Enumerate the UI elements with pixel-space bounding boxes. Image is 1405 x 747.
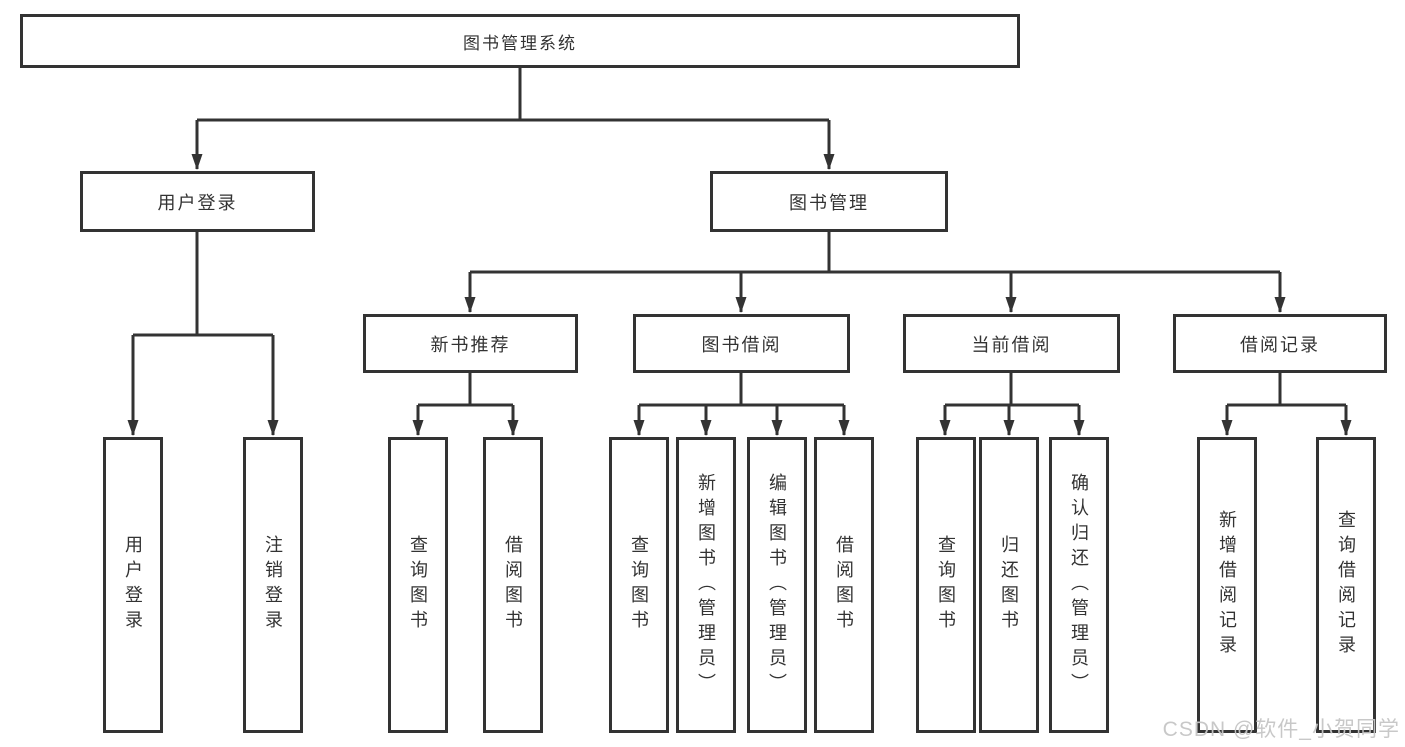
leaf-bb-query-books: 查询图书 [609, 437, 669, 733]
leaf-logout: 注销登录 [243, 437, 303, 733]
leaf-br-query-record: 查询借阅记录 [1316, 437, 1376, 733]
watermark: CSDN @软件_小贺同学 [1162, 718, 1400, 741]
node-user-login: 用户登录 [80, 171, 315, 232]
leaf-bb-edit-books-admin: 编辑图书（管理员） [747, 437, 807, 733]
node-current-borrow: 当前借阅 [903, 314, 1120, 373]
node-root-system: 图书管理系统 [20, 14, 1020, 68]
node-borrow-records: 借阅记录 [1173, 314, 1387, 373]
node-book-borrow: 图书借阅 [633, 314, 850, 373]
leaf-cb-return-books: 归还图书 [979, 437, 1039, 733]
leaf-rec-borrow-books: 借阅图书 [483, 437, 543, 733]
leaf-user-login: 用户登录 [103, 437, 163, 733]
node-book-management: 图书管理 [710, 171, 948, 232]
leaf-cb-query-books: 查询图书 [916, 437, 976, 733]
leaf-br-add-record: 新增借阅记录 [1197, 437, 1257, 733]
leaf-cb-confirm-return-admin: 确认归还（管理员） [1049, 437, 1109, 733]
leaf-bb-borrow-books: 借阅图书 [814, 437, 874, 733]
node-new-book-recommend: 新书推荐 [363, 314, 578, 373]
leaf-bb-add-books-admin: 新增图书（管理员） [676, 437, 736, 733]
leaf-rec-query-books: 查询图书 [388, 437, 448, 733]
